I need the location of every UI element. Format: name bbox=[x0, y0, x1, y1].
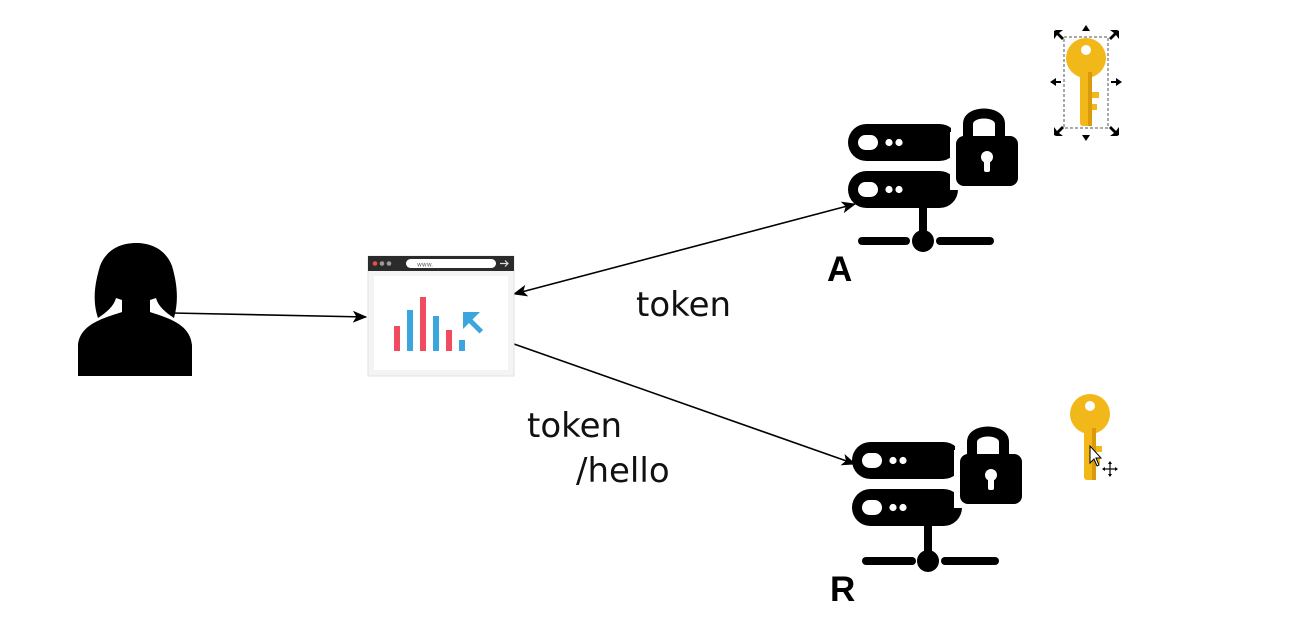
resize-handle-nw[interactable] bbox=[1054, 30, 1064, 40]
browser-forward-icon bbox=[500, 260, 509, 267]
resize-handle-s[interactable] bbox=[1082, 135, 1090, 141]
padlock-a-icon bbox=[950, 97, 1022, 190]
trend-arrow-icon bbox=[463, 312, 484, 334]
chart-bar-4 bbox=[433, 316, 439, 351]
mouse-pointer-icon bbox=[1089, 444, 1103, 467]
browser-window-icon: www. bbox=[367, 255, 515, 377]
key-top-selected[interactable] bbox=[1050, 25, 1122, 141]
resize-handle-se[interactable] bbox=[1109, 126, 1119, 136]
resize-handle-w[interactable] bbox=[1050, 78, 1061, 86]
move-cursor-icon bbox=[1102, 461, 1118, 477]
key-bottom-icon[interactable] bbox=[1070, 394, 1110, 480]
selection-box bbox=[1063, 36, 1109, 129]
server-a-label: A bbox=[827, 250, 852, 289]
server-r-icon bbox=[852, 415, 1026, 572]
window-close-dot bbox=[372, 261, 378, 266]
window-min-dot bbox=[379, 261, 385, 266]
edge-user-to-browser bbox=[171, 310, 368, 323]
resize-handle-sw[interactable] bbox=[1054, 126, 1064, 136]
server-a-icon bbox=[848, 97, 1022, 252]
edge-browser-server-a bbox=[512, 201, 857, 297]
chart-bar-1 bbox=[394, 326, 400, 351]
address-bar-text: www. bbox=[417, 262, 433, 269]
resize-handle-e[interactable] bbox=[1111, 78, 1122, 86]
chart-bar-3 bbox=[420, 297, 426, 351]
server-r-label: R bbox=[830, 570, 855, 609]
chart-bars bbox=[394, 297, 465, 351]
resize-handle-ne[interactable] bbox=[1109, 30, 1119, 40]
selection-handles[interactable] bbox=[1050, 25, 1122, 141]
chart-bar-5 bbox=[446, 330, 452, 351]
edge-browser-to-server-r bbox=[513, 343, 857, 466]
padlock-r-icon bbox=[954, 415, 1026, 508]
address-bar bbox=[406, 259, 496, 268]
edge-label-r-token: token bbox=[527, 406, 622, 446]
resize-handle-n[interactable] bbox=[1082, 25, 1090, 31]
chart-bar-6 bbox=[459, 340, 465, 351]
user-person-icon bbox=[78, 243, 192, 376]
chart-bar-2 bbox=[407, 310, 413, 351]
window-max-dot bbox=[386, 261, 392, 266]
edge-label-a-token: token bbox=[636, 285, 731, 325]
edge-label-r-path: /hello bbox=[576, 451, 670, 491]
key-top-icon bbox=[1066, 38, 1106, 126]
